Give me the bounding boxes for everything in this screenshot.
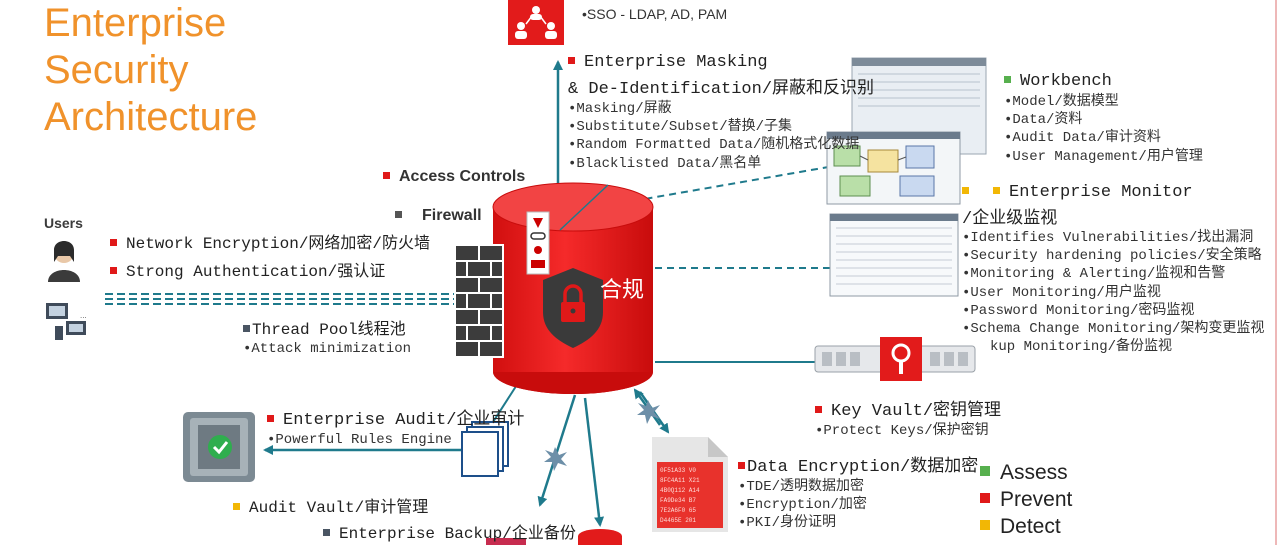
- database-bottom: [493, 372, 653, 394]
- enterprise-auth-users-icon: [508, 0, 564, 45]
- masking-block: Enterprise Masking & De-Identification/屏…: [568, 53, 874, 173]
- audit-item: •Powerful Rules Engine: [267, 432, 452, 448]
- workbench-screenshot-icon: [826, 57, 987, 205]
- workbench-item: •Data/资料: [1004, 112, 1083, 129]
- svg-text:7E2A6F0 65: 7E2A6F0 65: [660, 507, 696, 514]
- title-line-1: Enterprise: [44, 1, 227, 45]
- data-encryption-title: Data Encryption/数据加密: [738, 451, 978, 477]
- audit-title: Enterprise Audit/企业审计: [267, 404, 524, 430]
- backup-storage-icon: [486, 529, 622, 545]
- enterprise-auth-item: •SSO - LDAP, AD, PAM: [582, 6, 728, 22]
- backup-label: Enterprise Backup/企业备份: [323, 519, 576, 543]
- data-encryption-item: •Encryption/加密: [738, 497, 867, 514]
- thread-pool-item: •Attack minimization: [243, 341, 412, 357]
- workbench-title: Workbench: [1004, 72, 1203, 91]
- masking-item: •Masking/屏蔽: [568, 101, 672, 117]
- svg-text:8FC4A11 X21: 8FC4A11 X21: [660, 477, 700, 484]
- monitor-item: kup Monitoring/备份监视: [990, 339, 1173, 356]
- attack-spark-icon: [544, 400, 660, 471]
- svg-text:D4465E 201: D4465E 201: [660, 517, 696, 524]
- shield-lock-icon: [543, 268, 603, 348]
- data-encryption-block: Data Encryption/数据加密 •TDE/透明数据加密 •Encryp…: [738, 451, 978, 533]
- monitor-list: •Identifies Vulnerabilities/找出漏洞 •Securi…: [962, 229, 1264, 356]
- monitor-item: •Monitoring & Alerting/监视和告警: [962, 266, 1226, 283]
- monitor-title-2: /企业级监视: [962, 210, 1058, 229]
- user-person-icon: [48, 241, 80, 282]
- connector-backup-2: [583, 397, 605, 527]
- key-vault-block: Key Vault/密钥管理 •Protect Keys/保护密钥: [815, 395, 1001, 440]
- masking-item: •Blacklisted Data/黑名单: [568, 155, 762, 172]
- left-control-auth: Strong Authentication/强认证: [110, 257, 385, 281]
- firewall-label: Firewall: [395, 207, 482, 225]
- monitor-item: •Identifies Vulnerabilities/找出漏洞: [962, 230, 1254, 246]
- users-label: Users: [44, 215, 83, 231]
- firewall-wall-icon: [454, 244, 504, 358]
- monitor-item: •Schema Change Monitoring/架构变更监视: [962, 321, 1265, 338]
- monitor-screenshot-icon: [829, 213, 959, 297]
- audit-files-icon: [461, 421, 509, 477]
- connector-access: [559, 184, 609, 231]
- title-line-3: Architecture: [44, 95, 258, 139]
- legend-prevent: Prevent: [980, 486, 1072, 513]
- legend-assess: Assess: [980, 459, 1072, 486]
- compliance-label: 合规: [600, 277, 645, 302]
- access-control-card-icon: [526, 211, 550, 275]
- data-encryption-list: •TDE/透明数据加密 •Encryption/加密 •PKI/身份证明: [738, 478, 978, 533]
- access-controls-label: Access Controls: [383, 168, 525, 186]
- masking-item: •Substitute/Subset/替换/子集: [568, 119, 793, 136]
- thread-pool-block: Thread Pool线程池 •Attack minimization: [243, 315, 411, 358]
- audit-block: Enterprise Audit/企业审计 •Powerful Rules En…: [267, 404, 524, 449]
- data-encryption-item: •TDE/透明数据加密: [738, 479, 865, 495]
- encrypted-document-icon: 0F51A33 V0 8FC4A11 X21 4B0Q112 A14 FA9De34…: [652, 437, 728, 532]
- legend: Assess Prevent Detect: [980, 459, 1072, 540]
- key-vault-title: Key Vault/密钥管理: [815, 395, 1001, 421]
- workbench-item: •User Management/用户管理: [1004, 148, 1203, 165]
- key-vault-appliance-icon: [814, 337, 976, 381]
- connector-backup-1: [537, 394, 577, 507]
- page-title: Enterprise Security Architecture: [44, 0, 257, 141]
- monitor-block: Enterprise Monitor /企业级监视 •Identifies Vu…: [962, 183, 1264, 356]
- audit-vault-label: Audit Vault/审计管理: [233, 493, 428, 517]
- svg-text:0F51A33 V0: 0F51A33 V0: [660, 467, 696, 474]
- workbench-list: •Model/数据模型 •Data/资料 •Audit Data/审计资料 •U…: [1004, 93, 1203, 166]
- audit-vault-safe-icon: [183, 412, 255, 482]
- thread-pool-title: Thread Pool线程池: [243, 315, 411, 339]
- key-vault-item: •Protect Keys/保护密钥: [815, 423, 989, 439]
- svg-text:...: ...: [80, 311, 87, 320]
- workbench-block: Workbench •Model/数据模型 •Data/资料 •Audit Da…: [1004, 72, 1203, 166]
- title-line-2: Security: [44, 48, 189, 92]
- monitor-item: •Password Monitoring/密码监视: [962, 302, 1195, 319]
- data-encryption-item: •PKI/身份证明: [738, 515, 837, 532]
- masking-title-1: Enterprise Masking: [568, 53, 874, 72]
- workbench-item: •Model/数据模型: [1004, 94, 1119, 110]
- masking-list: •Masking/屏蔽 •Substitute/Subset/替换/子集 •Ra…: [568, 100, 874, 173]
- user-devices-icon: ...: [46, 303, 87, 340]
- masking-item: •Random Formatted Data/随机格式化数据: [568, 137, 860, 154]
- monitor-title-1: Enterprise Monitor: [962, 183, 1264, 202]
- legend-detect: Detect: [980, 513, 1072, 540]
- monitor-item: •User Monitoring/用户监视: [962, 284, 1161, 301]
- users-network-lines: [105, 293, 455, 305]
- workbench-item: •Audit Data/审计资料: [1004, 130, 1161, 147]
- svg-text:FA9De34 B7: FA9De34 B7: [660, 497, 696, 504]
- left-control-network: Network Encryption/网络加密/防火墙: [110, 229, 430, 253]
- masking-title-2: & De-Identification/屏蔽和反识别: [568, 80, 875, 99]
- svg-text:4B0Q112 A14: 4B0Q112 A14: [660, 487, 700, 494]
- monitor-item: •Security hardening policies/安全策略: [962, 248, 1262, 265]
